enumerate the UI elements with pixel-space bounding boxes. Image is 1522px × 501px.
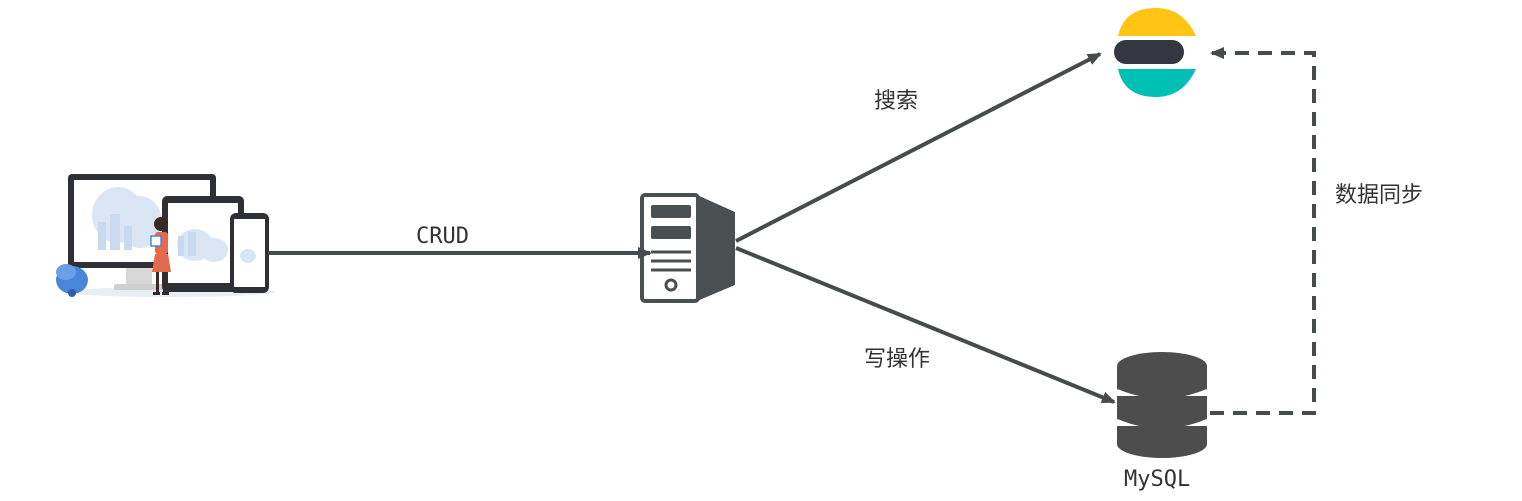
search-label: 搜索 [874, 89, 918, 114]
sync-dashed-arrow [1210, 47, 1316, 415]
write-label: 写操作 [864, 347, 930, 372]
client-devices-icon [56, 174, 275, 297]
database-icon [1116, 352, 1208, 458]
search-arrow [735, 52, 1102, 243]
server-icon [640, 193, 735, 303]
write-arrow [735, 246, 1116, 404]
mysql-label: MySQL [1124, 467, 1190, 492]
crud-label: CRUD [416, 224, 469, 249]
elasticsearch-logo-icon [1114, 8, 1196, 97]
sync-label: 数据同步 [1335, 183, 1423, 208]
